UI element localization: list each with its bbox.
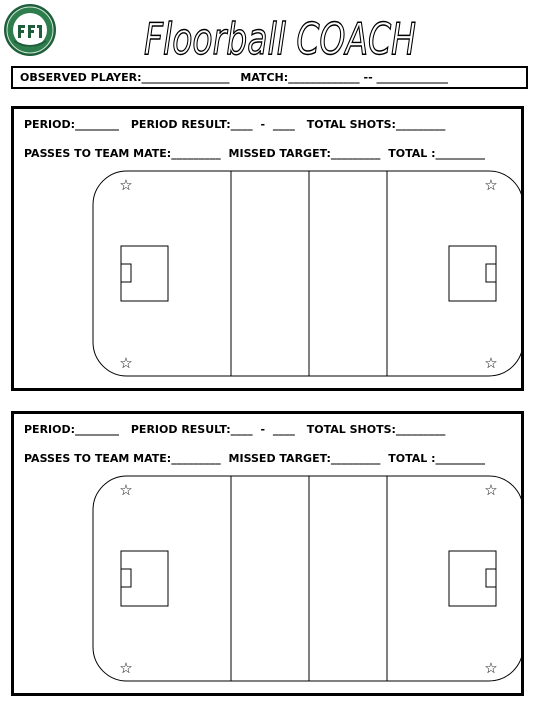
brand-title-text: Floorball COACH — [144, 14, 416, 65]
goal-area-left — [120, 550, 169, 607]
match-separator: -- — [363, 71, 373, 84]
passes-line-1: PASSES TO TEAM MATE:_________ MISSED TAR… — [24, 147, 485, 161]
rink-diagram: ☆ ☆ ☆ ☆ — [92, 475, 524, 682]
total-shots-field[interactable]: TOTAL SHOTS:_________ — [306, 423, 446, 436]
rink-diagram: ☆ ☆ ☆ ☆ — [92, 170, 524, 377]
total-field[interactable]: TOTAL :_________ — [388, 452, 485, 465]
brand-title: Floorball COACH — [143, 13, 416, 65]
period-section-1: PERIOD:________ PERIOD RESULT:____ - ___… — [11, 106, 524, 391]
goal-area-right — [448, 550, 497, 607]
result-dash: - — [260, 118, 266, 131]
observed-player-row: OBSERVED PLAYER:________________ MATCH:_… — [13, 68, 526, 87]
star-icon: ☆ — [119, 354, 132, 372]
goal-crease-right — [485, 568, 497, 588]
opponent-field[interactable]: _____________ — [376, 71, 448, 84]
missed-target-field[interactable]: MISSED TARGET:_________ — [228, 147, 381, 160]
period-line-1: PERIOD:________ PERIOD RESULT:____ - ___… — [24, 118, 445, 132]
star-icon: ☆ — [119, 176, 132, 194]
result-blank[interactable]: ____ — [272, 118, 295, 131]
star-icon: ☆ — [484, 354, 497, 372]
period-field[interactable]: PERIOD:________ — [24, 423, 120, 436]
star-icon: ☆ — [484, 481, 497, 499]
period-section-2: PERIOD:________ PERIOD RESULT:____ - ___… — [11, 411, 524, 696]
goal-area-right — [448, 245, 497, 302]
star-icon: ☆ — [119, 659, 132, 677]
goal-crease-right — [485, 263, 497, 283]
period-result-field[interactable]: PERIOD RESULT:____ — [130, 118, 253, 131]
observed-player-box: OBSERVED PLAYER:________________ MATCH:_… — [11, 66, 528, 89]
total-shots-field[interactable]: TOTAL SHOTS:_________ — [306, 118, 446, 131]
goal-crease-left — [120, 568, 132, 588]
observed-player-field[interactable]: OBSERVED PLAYER:________________ — [20, 71, 230, 84]
missed-target-field[interactable]: MISSED TARGET:_________ — [228, 452, 381, 465]
rink-boundary — [92, 170, 524, 377]
rink-boundary — [92, 475, 524, 682]
period-line-2: PERIOD:________ PERIOD RESULT:____ - ___… — [24, 423, 445, 437]
goal-crease-left — [120, 263, 132, 283]
logo-icon — [4, 4, 56, 56]
result-dash: - — [260, 423, 266, 436]
star-icon: ☆ — [484, 176, 497, 194]
result-blank[interactable]: ____ — [272, 423, 295, 436]
star-icon: ☆ — [119, 481, 132, 499]
star-icon: ☆ — [484, 659, 497, 677]
period-field[interactable]: PERIOD:________ — [24, 118, 120, 131]
passes-line-2: PASSES TO TEAM MATE:_________ MISSED TAR… — [24, 452, 485, 466]
goal-area-left — [120, 245, 169, 302]
period-result-field[interactable]: PERIOD RESULT:____ — [130, 423, 253, 436]
passes-field[interactable]: PASSES TO TEAM MATE:_________ — [24, 147, 221, 160]
total-field[interactable]: TOTAL :_________ — [388, 147, 485, 160]
match-field[interactable]: MATCH:_____________ — [240, 71, 360, 84]
passes-field[interactable]: PASSES TO TEAM MATE:_________ — [24, 452, 221, 465]
